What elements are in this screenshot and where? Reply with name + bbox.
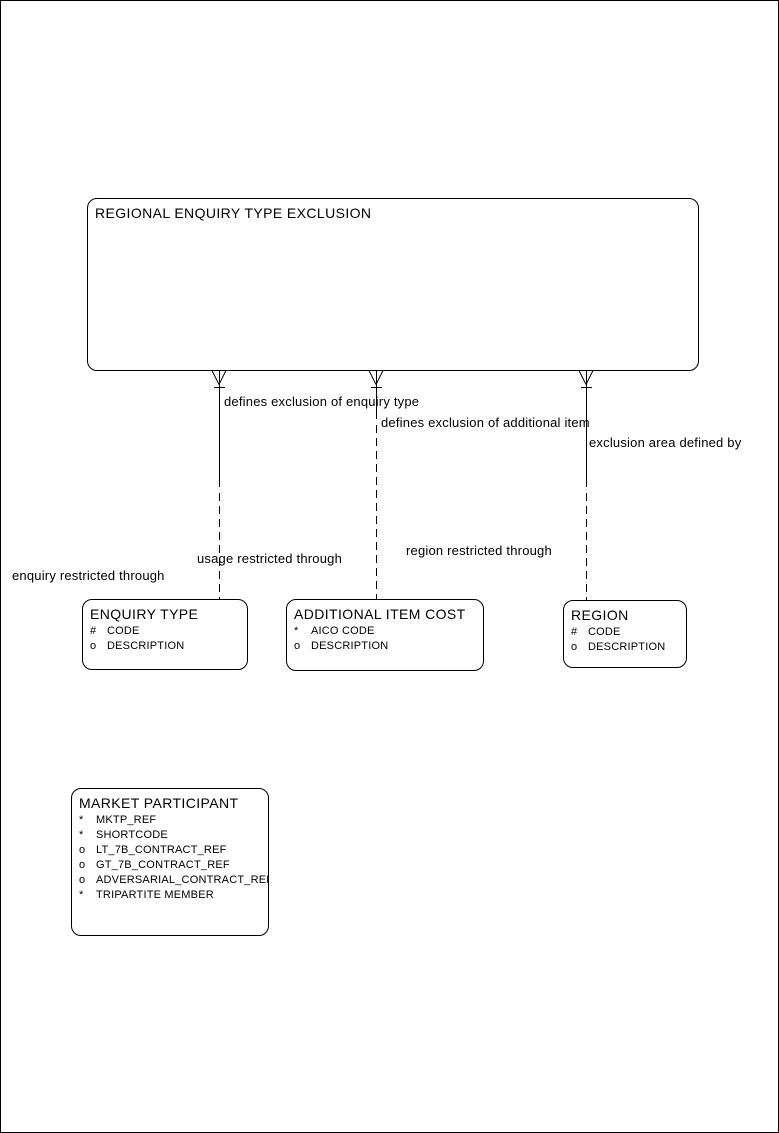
relationship-label-far: enquiry restricted through — [12, 568, 165, 583]
attribute-row: o DESCRIPTION — [564, 640, 686, 655]
attribute-prefix: # — [571, 626, 578, 638]
attribute-prefix: o — [90, 640, 97, 652]
relationship-label-near: exclusion area defined by — [589, 435, 742, 450]
entity-title: MARKET PARTICIPANT — [79, 795, 239, 811]
attribute-row: o LT_7B_CONTRACT_REF — [72, 843, 268, 858]
attribute-row: * MKTP_REF — [72, 813, 268, 828]
attribute-prefix: * — [294, 625, 299, 637]
attribute-row: o DESCRIPTION — [83, 639, 247, 654]
relationship-label-far: usage restricted through — [197, 551, 342, 566]
attribute-row: * AICO CODE — [287, 624, 483, 639]
attribute-prefix: # — [90, 625, 97, 637]
attribute-prefix: o — [571, 641, 578, 653]
attribute-prefix: o — [79, 874, 86, 886]
entity-title: ADDITIONAL ITEM COST — [294, 606, 466, 622]
attribute-row: * TRIPARTITE MEMBER — [72, 888, 268, 903]
relationship-label-far: region restricted through — [406, 543, 552, 558]
attribute-row: o DESCRIPTION — [287, 639, 483, 654]
attribute-name: SHORTCODE — [96, 829, 168, 841]
entity-market-participant: MARKET PARTICIPANT * MKTP_REF * SHORTCOD… — [71, 788, 269, 936]
attribute-name: CODE — [107, 625, 140, 637]
entity-region: REGION # CODE o DESCRIPTION — [563, 600, 687, 668]
attribute-name: DESCRIPTION — [311, 640, 389, 652]
attribute-name: MKTP_REF — [96, 814, 157, 826]
attribute-row: o ADVERSARIAL_CONTRACT_REF — [72, 873, 268, 888]
attribute-prefix: o — [79, 844, 86, 856]
attribute-name: TRIPARTITE MEMBER — [96, 889, 214, 901]
entity-title: REGIONAL ENQUIRY TYPE EXCLUSION — [95, 205, 372, 221]
entity-enquiry-type: ENQUIRY TYPE # CODE o DESCRIPTION — [82, 599, 248, 670]
attribute-name: LT_7B_CONTRACT_REF — [96, 844, 227, 856]
attribute-name: DESCRIPTION — [588, 641, 666, 653]
crow-foot-icon — [578, 370, 594, 385]
attribute-name: AICO CODE — [311, 625, 375, 637]
attribute-name: ADVERSARIAL_CONTRACT_REF — [96, 874, 269, 886]
relationship-additional-item-cost — [368, 370, 384, 599]
attribute-row: o GT_7B_CONTRACT_REF — [72, 858, 268, 873]
crow-foot-icon — [211, 370, 227, 385]
entity-additional-item-cost: ADDITIONAL ITEM COST * AICO CODE o DESCR… — [286, 599, 484, 671]
attribute-row: * SHORTCODE — [72, 828, 268, 843]
crow-foot-icon — [368, 370, 384, 385]
attribute-prefix: * — [79, 829, 84, 841]
entity-title: ENQUIRY TYPE — [90, 606, 199, 622]
attribute-prefix: * — [79, 814, 84, 826]
attribute-prefix: o — [294, 640, 301, 652]
attribute-name: GT_7B_CONTRACT_REF — [96, 859, 230, 871]
relationship-label-near: defines exclusion of enquiry type — [224, 394, 420, 409]
attribute-name: DESCRIPTION — [107, 640, 185, 652]
entity-title: REGION — [571, 607, 629, 623]
entity-regional-enquiry-type-exclusion: REGIONAL ENQUIRY TYPE EXCLUSION — [87, 198, 699, 371]
attribute-name: CODE — [588, 626, 621, 638]
relationship-enquiry-type — [211, 370, 227, 599]
attribute-prefix: o — [79, 859, 86, 871]
attribute-row: # CODE — [83, 624, 247, 639]
relationship-region — [578, 370, 594, 600]
relationship-label-near: defines exclusion of additional item — [381, 415, 590, 430]
attribute-prefix: * — [79, 889, 84, 901]
attribute-row: # CODE — [564, 625, 686, 640]
